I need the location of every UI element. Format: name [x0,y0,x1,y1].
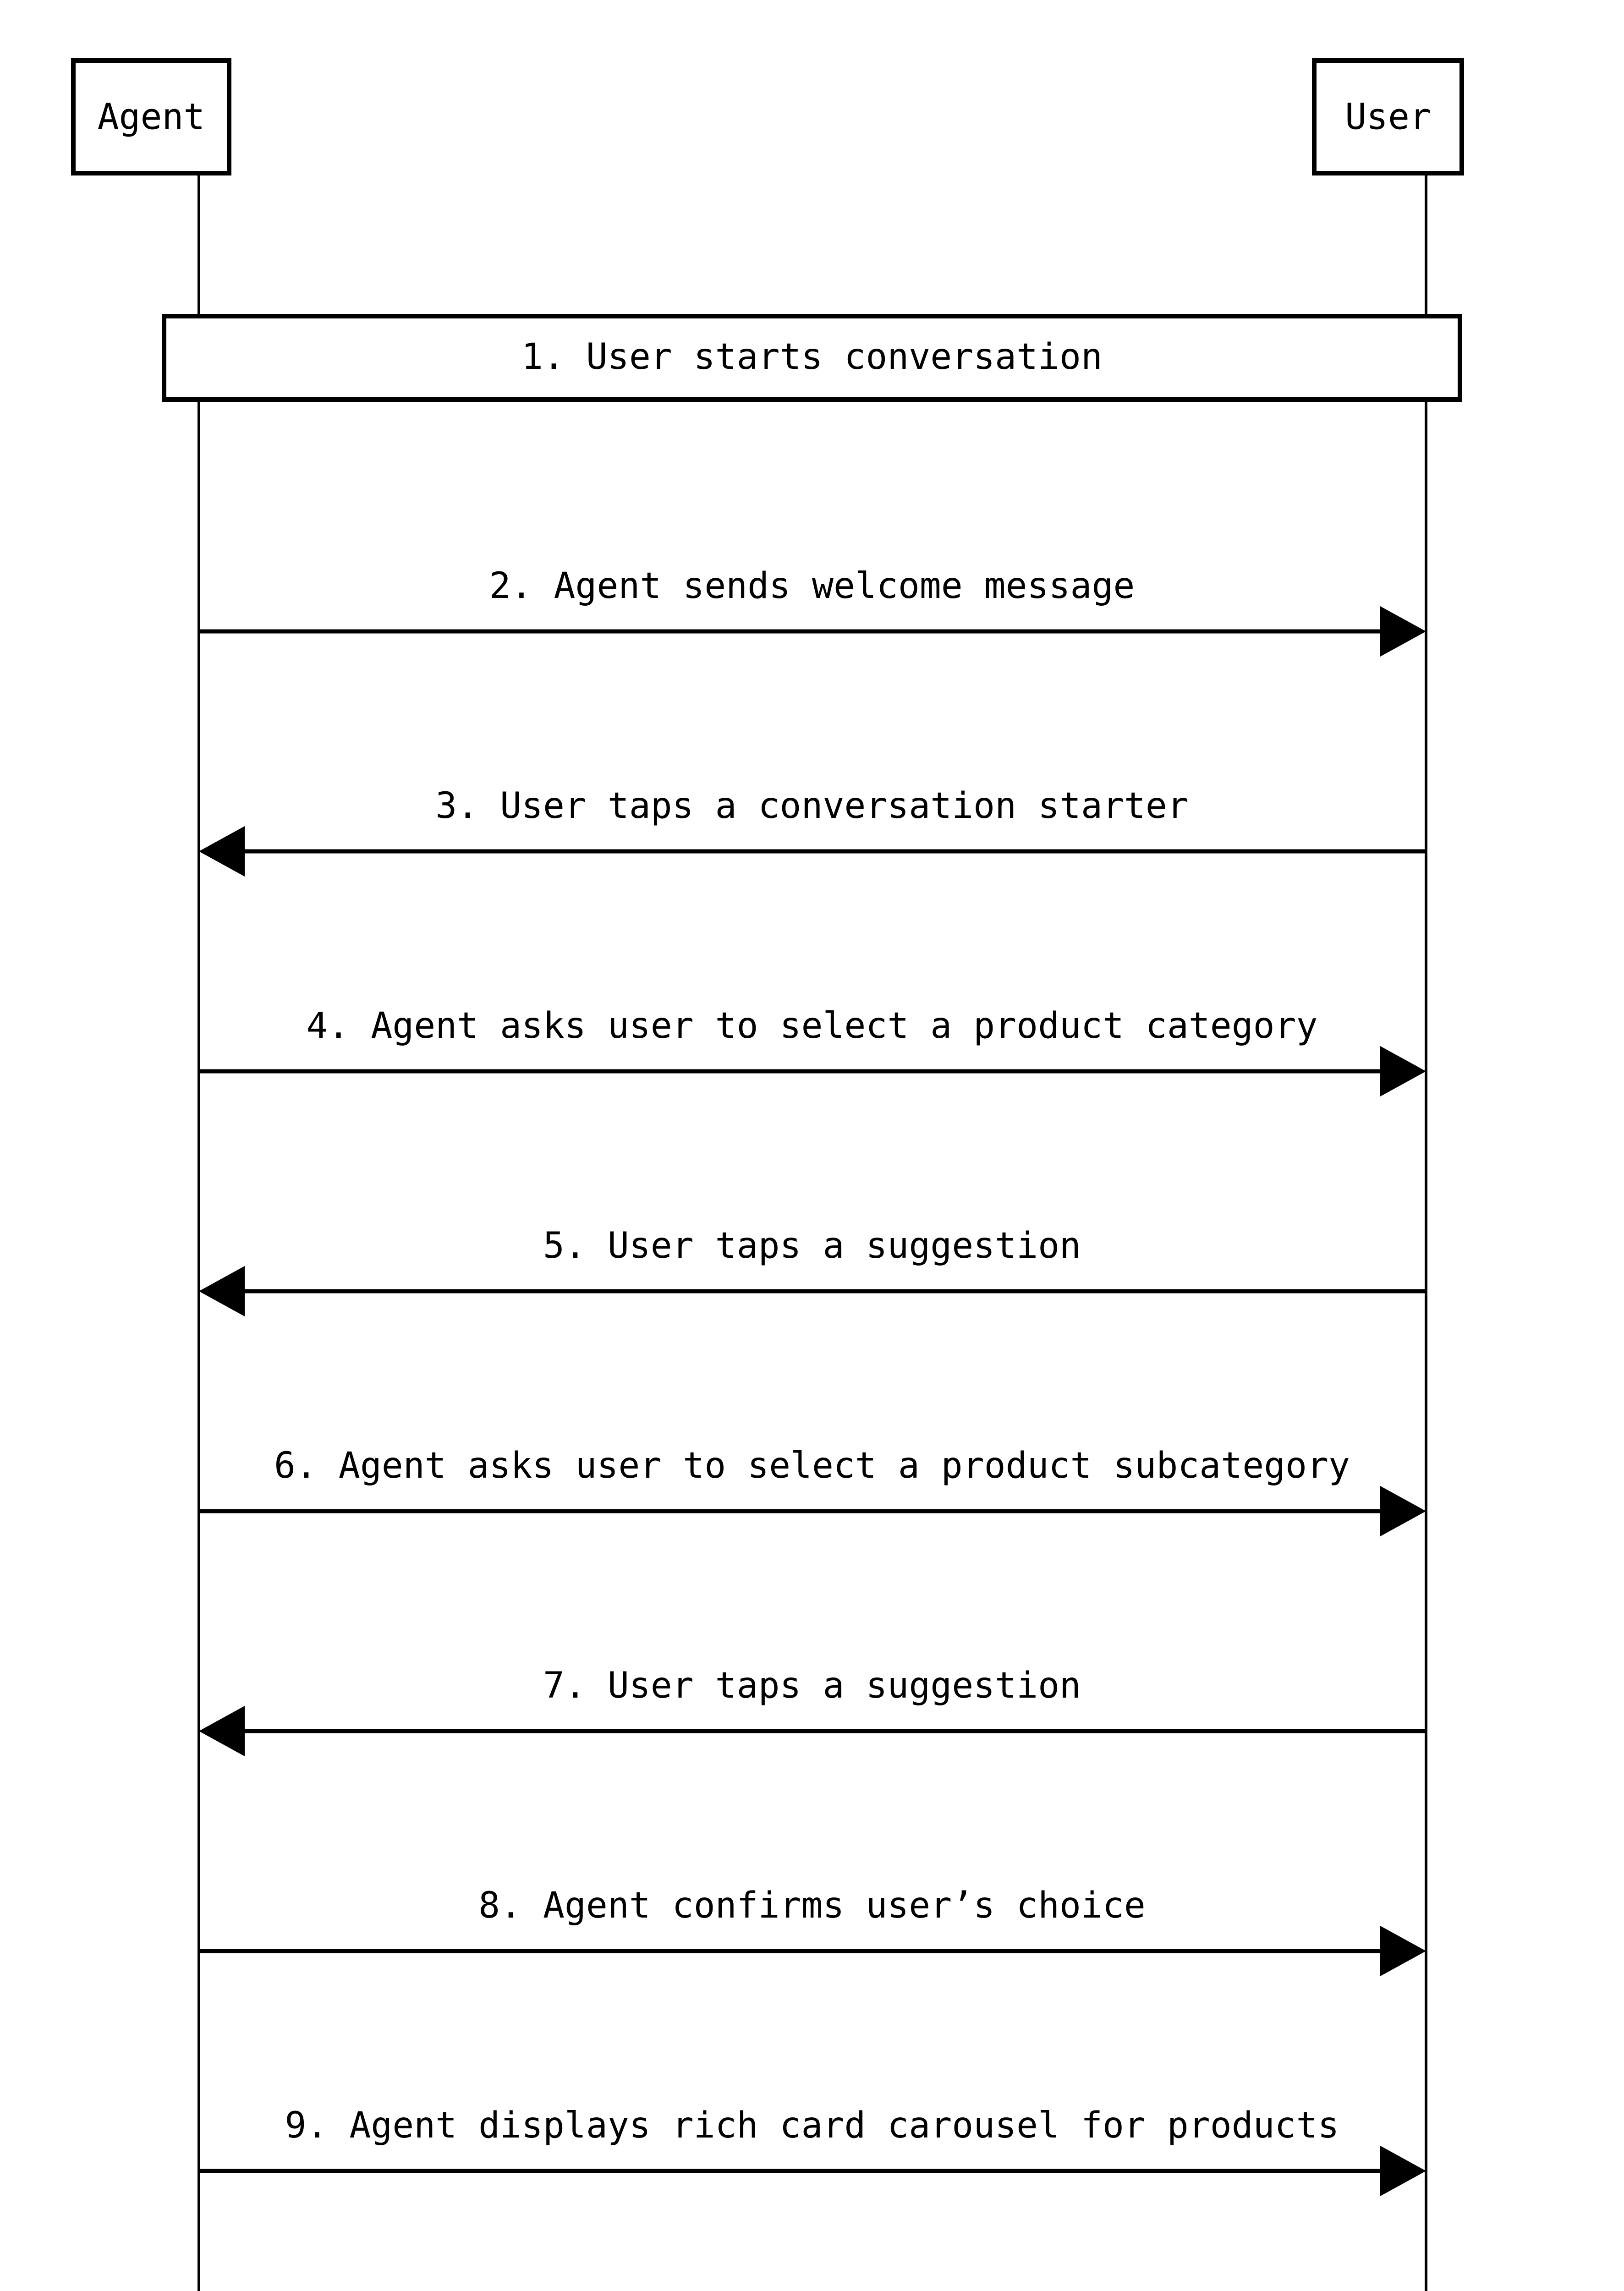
arrowhead-left-icon-7 [199,1706,245,1756]
message-8[interactable]: 8. Agent confirms user’s choice [199,1885,1426,1976]
message-label-3: 3. User taps a conversation starter [435,785,1189,827]
message-6[interactable]: 6. Agent asks user to select a product s… [199,1445,1426,1536]
actor-head-agent[interactable]: Agent [71,58,231,175]
message-3[interactable]: 3. User taps a conversation starter [199,785,1426,877]
actor-box-user-top[interactable] [1312,58,1464,175]
arrowhead-left-icon-5 [199,1266,245,1316]
message-label-7: 7. User taps a suggestion [543,1665,1081,1706]
arrowhead-right-icon-2 [1380,606,1426,657]
message-9[interactable]: 9. Agent displays rich card carousel for… [199,2105,1426,2196]
message-label-8: 8. Agent confirms user’s choice [478,1885,1146,1926]
lifelines [198,173,1427,2291]
actor-head-user[interactable]: User [1312,58,1464,175]
message-label-1: 1. User starts conversation [521,336,1103,378]
arrowhead-right-icon-8 [1380,1926,1426,1976]
message-4[interactable]: 4. Agent asks user to select a product c… [199,1005,1426,1096]
arrowhead-left-icon-3 [199,826,245,877]
actor-label-agent-top: Agent [98,96,205,137]
message-1[interactable]: 1. User starts conversation [162,314,1462,402]
actor-label-user-top: User [1345,96,1431,137]
arrowhead-right-icon-9 [1380,2146,1426,2196]
actor-box-agent-top[interactable] [71,58,231,175]
message-box-1[interactable] [162,314,1462,402]
message-7[interactable]: 7. User taps a suggestion [199,1665,1426,1756]
arrowhead-right-icon-4 [1380,1046,1426,1096]
message-label-5: 5. User taps a suggestion [543,1225,1081,1266]
message-5[interactable]: 5. User taps a suggestion [199,1225,1426,1316]
arrowhead-right-icon-6 [1380,1486,1426,1536]
message-2[interactable]: 2. Agent sends welcome message [199,565,1426,657]
message-label-2: 2. Agent sends welcome message [489,565,1135,607]
message-label-9: 9. Agent displays rich card carousel for… [285,2105,1339,2146]
message-label-4: 4. Agent asks user to select a product c… [306,1005,1317,1047]
message-label-6: 6. Agent asks user to select a product s… [274,1445,1350,1486]
